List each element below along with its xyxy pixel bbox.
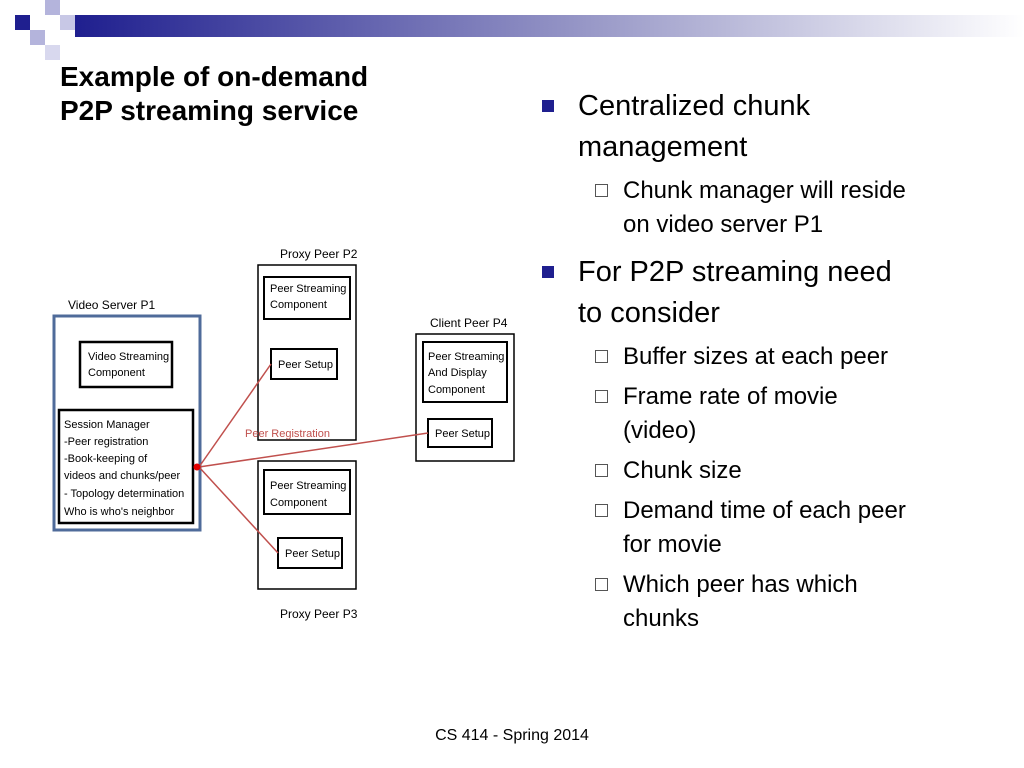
- client-p4-component-line-2: And Display: [428, 367, 487, 379]
- slide-title: Example of on-demand P2P streaming servi…: [60, 60, 480, 128]
- session-manager-box: [57, 408, 195, 525]
- deco-square-light-1: [45, 0, 60, 15]
- deco-square-dark: [0, 0, 15, 15]
- hollow-square-bullet-icon: [595, 578, 608, 591]
- sub-bullet-line-1: Demand time of each peer: [623, 497, 906, 524]
- sub-bullet: Chunk manager will reside on video serve…: [538, 174, 978, 242]
- session-manager-line-6: Who is who's neighbor: [64, 506, 175, 518]
- proxy-p2-label: Proxy Peer P2: [280, 247, 358, 261]
- client-p4-component-line-1: Peer Streaming: [428, 351, 504, 363]
- client-p4-setup-label: Peer Setup: [435, 428, 490, 440]
- sub-bullet: Frame rate of movie (video): [538, 380, 978, 448]
- sub-bullet-line-2: (video): [623, 417, 697, 444]
- proxy-p3-box: [257, 460, 357, 590]
- sub-bullet-line-2: for movie: [623, 531, 722, 558]
- proxy-p2-component-line-2: Component: [270, 299, 327, 311]
- hollow-square-bullet-icon: [595, 390, 608, 403]
- hollow-square-bullet-icon: [595, 464, 608, 477]
- proxy-p2-setup-label: Peer Setup: [278, 359, 333, 371]
- client-p4-label: Client Peer P4: [430, 316, 508, 330]
- sub-bullet: Demand time of each peer for movie: [538, 494, 978, 562]
- header-gradient-bar: [75, 15, 1024, 37]
- video-streaming-component-line-2: Component: [88, 367, 145, 379]
- bullet-p2p-streaming: For P2P streaming need to consider: [538, 252, 978, 334]
- sub-bullet-line-1: Which peer has which: [623, 571, 858, 598]
- architecture-diagram: Video Server P1 Video Streaming Componen…: [52, 247, 515, 621]
- session-manager-line-3: -Book-keeping of: [64, 453, 148, 465]
- sub-bullet: Buffer sizes at each peer: [538, 340, 978, 374]
- sub-bullets-considerations: Buffer sizes at each peer Frame rate of …: [538, 340, 978, 636]
- bullet-text-line-2: management: [578, 131, 748, 163]
- sub-bullet-line-1: Frame rate of movie: [623, 383, 838, 410]
- registration-line-p2: [198, 363, 272, 468]
- peer-registration-label: Peer Registration: [245, 428, 330, 440]
- session-manager-line-1: Session Manager: [64, 419, 150, 431]
- video-streaming-component-line-1: Video Streaming: [88, 351, 169, 363]
- sub-bullet-line-2: on video server P1: [623, 211, 824, 238]
- video-streaming-component-box: [78, 340, 174, 389]
- session-manager-line-5: - Topology determination: [64, 488, 184, 500]
- deco-square-light-2: [30, 30, 45, 45]
- bullet-list: Centralized chunk management Chunk manag…: [538, 86, 978, 646]
- sub-bullets-chunk-manager: Chunk manager will reside on video serve…: [538, 174, 978, 242]
- client-p4-component-line-3: Component: [428, 384, 485, 396]
- title-line-2: P2P streaming service: [60, 95, 359, 126]
- proxy-p2-box: [257, 264, 357, 441]
- sub-bullet-line-1: Buffer sizes at each peer: [623, 343, 889, 370]
- registration-hub: [193, 463, 201, 471]
- square-bullet-icon: [542, 100, 554, 112]
- bullet-text-line-1: For P2P streaming need: [578, 256, 892, 288]
- proxy-p3-component-line-1: Peer Streaming: [270, 480, 346, 492]
- proxy-p3-component-box: [263, 469, 351, 515]
- proxy-p3-component-line-2: Component: [270, 497, 327, 509]
- sub-bullet-line-2: chunks: [623, 605, 700, 632]
- video-server-box: [52, 314, 202, 532]
- sub-bullet: Chunk size: [538, 454, 978, 488]
- proxy-p2-component-box: [263, 276, 351, 320]
- sub-bullet: Which peer has which chunks: [538, 568, 978, 636]
- hollow-square-bullet-icon: [595, 184, 608, 197]
- slide-footer: CS 414 - Spring 2014: [435, 727, 589, 744]
- client-p4-box: [415, 333, 515, 462]
- hollow-square-bullet-icon: [595, 504, 608, 517]
- session-manager-line-2: -Peer registration: [64, 436, 148, 448]
- deco-square-navy: [15, 15, 30, 30]
- sub-bullet-line-1: Chunk size: [623, 457, 742, 484]
- registration-line-p4: [198, 432, 429, 468]
- bullet-centralized-chunk: Centralized chunk management: [538, 86, 978, 168]
- header-decoration: [0, 0, 1024, 60]
- sub-bullet-line-1: Chunk manager will reside: [623, 177, 906, 204]
- hollow-square-bullet-icon: [595, 350, 608, 363]
- bullet-text-line-2: to consider: [578, 297, 720, 329]
- proxy-p2-component-line-1: Peer Streaming: [270, 283, 346, 295]
- deco-square-light-3: [60, 15, 75, 30]
- proxy-p3-label: Proxy Peer P3: [280, 607, 358, 621]
- proxy-p3-setup-label: Peer Setup: [285, 548, 340, 560]
- video-server-label: Video Server P1: [68, 298, 155, 312]
- title-line-1: Example of on-demand: [60, 61, 369, 92]
- registration-line-p3: [198, 466, 279, 554]
- session-manager-line-4: videos and chunks/peer: [64, 470, 181, 482]
- bullet-text-line-1: Centralized chunk: [578, 90, 811, 122]
- square-bullet-icon: [542, 266, 554, 278]
- deco-square-light-4: [45, 45, 60, 60]
- client-p4-component-box: [422, 341, 508, 403]
